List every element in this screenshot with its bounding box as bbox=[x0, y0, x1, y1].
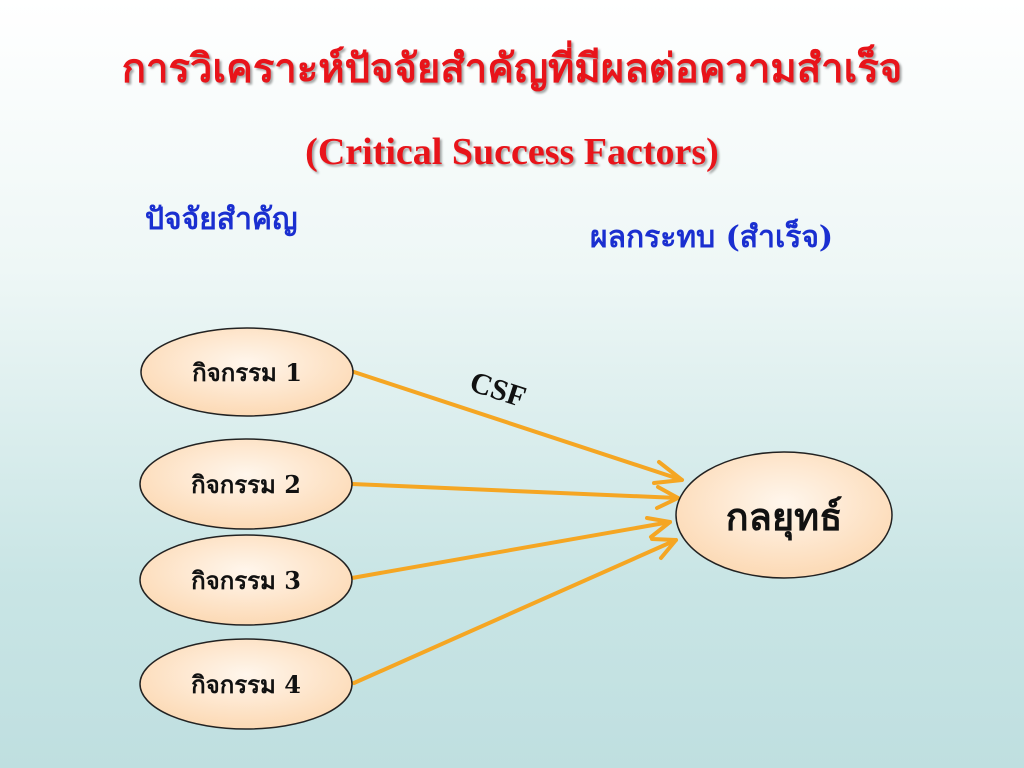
arrow-head-1 bbox=[652, 460, 684, 485]
factors-label: ปัจจัยสำคัญ bbox=[145, 202, 298, 237]
arrow-head-4 bbox=[650, 537, 678, 560]
arrow-head-3 bbox=[645, 516, 672, 539]
arrow-activity-2 bbox=[350, 482, 680, 500]
strategy-node: กลยุทธ์ bbox=[675, 451, 893, 579]
slide-title-thai: การวิเคราะห์ปัจจัยสำคัญที่มีผลต่อความสำเ… bbox=[121, 45, 903, 92]
activity-label-1: กิจกรรม 1 bbox=[192, 358, 302, 387]
activity-label-3: กิจกรรม 3 bbox=[191, 566, 301, 595]
activity-node-3: กิจกรรม 3 bbox=[139, 534, 353, 626]
strategy-label: กลยุทธ์ bbox=[726, 494, 843, 541]
arrow-head-2 bbox=[655, 485, 680, 510]
arrow-activity-3 bbox=[350, 520, 672, 580]
activity-node-4: กิจกรรม 4 bbox=[139, 638, 353, 730]
arrow-activity-4 bbox=[352, 538, 678, 685]
slide-title-english: (Critical Success Factors) bbox=[305, 131, 719, 173]
activity-label-2: กิจกรรม 2 bbox=[191, 470, 301, 499]
csf-label: CSF bbox=[466, 365, 530, 414]
activity-label-4: กิจกรรม 4 bbox=[191, 670, 301, 699]
activity-node-1: กิจกรรม 1 bbox=[140, 327, 354, 417]
arrow-activity-1 bbox=[352, 370, 684, 482]
impact-label: ผลกระทบ (สำเร็จ) bbox=[590, 220, 834, 255]
activity-node-2: กิจกรรม 2 bbox=[139, 438, 353, 530]
